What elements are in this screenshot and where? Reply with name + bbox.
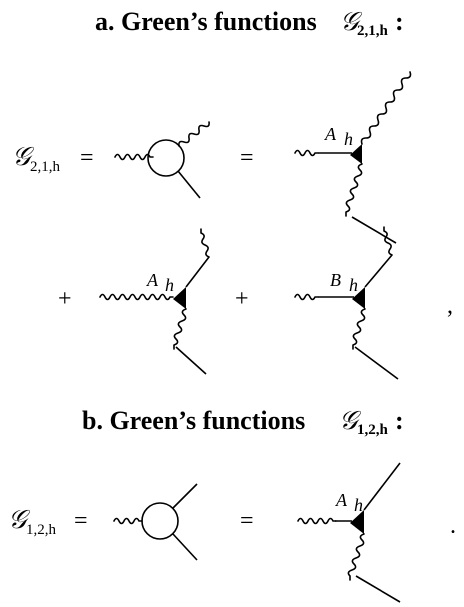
lhs-b-subscript: 1,2,h bbox=[26, 522, 57, 538]
b1-bottom-line bbox=[355, 575, 401, 603]
a3-vertex-triangle bbox=[352, 287, 365, 309]
b1-incoming-wavy bbox=[297, 517, 337, 525]
a2-bottom-line bbox=[175, 346, 207, 375]
lhs-a-subscript: 2,1,h bbox=[30, 159, 61, 175]
plus-a-2: + bbox=[235, 286, 249, 312]
a3-top-line bbox=[364, 254, 393, 288]
a2-incoming-wavy bbox=[99, 293, 174, 301]
a1-label-sub: h bbox=[344, 129, 353, 149]
a3-label-sub: h bbox=[349, 275, 358, 295]
blob-b-incoming-wavy bbox=[113, 517, 143, 525]
heading-b-subscript: 1,2,h bbox=[357, 422, 389, 438]
lhs-a-symbol: 𝒢 bbox=[12, 142, 35, 171]
equals-a-2: = bbox=[240, 145, 254, 171]
a3-top-wavy bbox=[383, 226, 393, 256]
blob-a-outgoing-wavy bbox=[178, 121, 210, 147]
blob-b-top-line bbox=[172, 483, 198, 509]
plus-a-1: + bbox=[58, 286, 72, 312]
a2-top-wavy bbox=[200, 228, 210, 258]
heading-b-symbol: 𝒢 bbox=[339, 406, 362, 435]
a2-label: A bbox=[146, 270, 159, 290]
a1-incoming-wavy bbox=[294, 149, 319, 157]
vertex-diagram-a2 bbox=[99, 228, 210, 375]
a1-top-wavy bbox=[360, 71, 412, 145]
blob-a-circle bbox=[147, 139, 185, 177]
period-b: . bbox=[450, 513, 456, 539]
heading-a: a. Green’s functions bbox=[95, 7, 317, 36]
blob-a-incoming-wavy bbox=[114, 153, 154, 161]
blob-a-outgoing-line bbox=[177, 170, 201, 199]
heading-a-colon: : bbox=[395, 7, 404, 36]
a2-top-line bbox=[185, 256, 210, 288]
a1-vertex-triangle bbox=[350, 144, 362, 164]
a2-label-sub: h bbox=[165, 275, 174, 295]
heading-a-symbol: 𝒢 bbox=[340, 7, 363, 36]
a3-bottom-wavy bbox=[352, 308, 366, 350]
heading-a-subscript: 2,1,h bbox=[357, 23, 389, 39]
vertex-diagram-a1 bbox=[294, 71, 412, 244]
heading-b-colon: : bbox=[395, 406, 404, 435]
vertex-diagram-b1 bbox=[297, 462, 401, 603]
heading-b: b. Green’s functions bbox=[82, 406, 305, 435]
blob-b-circle bbox=[141, 502, 179, 540]
blob-b-bottom-line bbox=[172, 533, 198, 561]
blob-diagram-b bbox=[113, 483, 198, 561]
a1-bottom-wavy bbox=[345, 163, 363, 217]
comma-a: , bbox=[447, 293, 453, 319]
lhs-b-symbol: 𝒢 bbox=[8, 505, 31, 534]
a3-incoming-wavy bbox=[294, 293, 319, 301]
equals-b-1: = bbox=[74, 508, 88, 534]
b1-vertex-triangle bbox=[350, 510, 364, 534]
blob-diagram-a bbox=[114, 121, 210, 199]
b1-bottom-wavy bbox=[347, 533, 365, 581]
a2-vertex-triangle bbox=[173, 287, 186, 309]
b1-label-sub: h bbox=[354, 495, 363, 515]
a3-label: B bbox=[330, 270, 341, 290]
a2-bottom-wavy bbox=[173, 308, 187, 350]
vertex-diagram-a3 bbox=[294, 226, 399, 380]
b1-top-line bbox=[363, 462, 401, 511]
equals-b-2: = bbox=[240, 508, 254, 534]
equals-a-1: = bbox=[80, 145, 94, 171]
a3-bottom-line bbox=[354, 346, 399, 380]
a1-bottom-line bbox=[351, 216, 397, 244]
a1-label: A bbox=[324, 124, 337, 144]
b1-label: A bbox=[335, 490, 348, 510]
